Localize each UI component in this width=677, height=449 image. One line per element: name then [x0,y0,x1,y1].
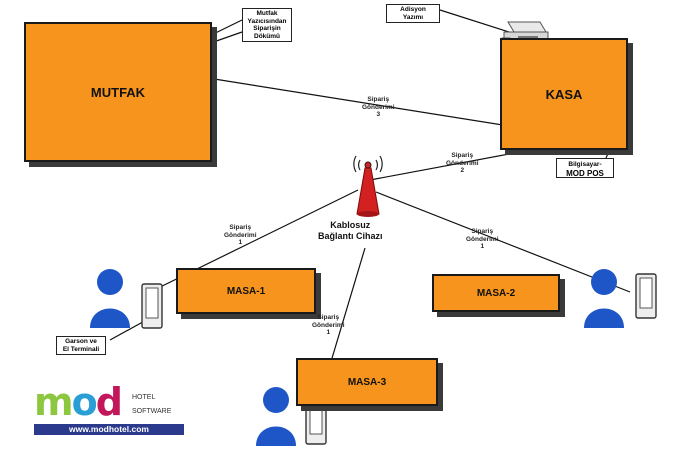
edge-label-line: 1 [480,243,485,250]
edge-label-line: Sipariş [317,314,340,321]
edge-label-kitchen: Sipariş Gönderimi 3 [362,96,395,119]
node-kasa: KASA [500,38,628,150]
callout-line: Dökümü [254,32,280,40]
callout-line: Bilgisayar- [568,161,602,168]
person-icon [256,387,296,446]
edge-label-line: Sipariş [367,96,390,103]
edge-label-masa3: Sipariş Gönderimi 1 [312,314,345,337]
logo-hotel: HOTEL [132,394,156,401]
node-label: MASA-1 [226,285,266,297]
handheld-terminal-icon [635,273,657,319]
person-icon [584,269,624,328]
handheld-terminal-icon [305,399,327,445]
handheld-terminal-icon [141,283,163,329]
antenna-label: Kablosuz Bağlantı Cihazı [318,220,383,241]
callout-garson: Garson ve El Terminali [56,336,106,355]
node-label: MASA-2 [476,287,516,299]
edge-label-line: 1 [238,239,243,246]
edge-label-line: Gönderimi [224,231,257,239]
callout-line: Garson ve [65,338,97,345]
edge-label-line: Sipariş [451,152,474,159]
edge-label-line: Sipariş [229,224,252,231]
edge-label-kasa: Sipariş Gönderimi 2 [446,152,479,175]
callout-line: Adisyon [400,6,426,13]
edge-label-masa2: Sipariş Gönderimi 1 [466,228,499,251]
edge-label-line: Sipariş [471,228,494,235]
node-label: KASA [545,86,583,102]
edge-label-line: Gönderimi [446,159,479,167]
edge-label-line: 2 [460,167,465,174]
callout-line: Siparişin [253,25,281,32]
edge-label-line: Gönderimi [362,103,395,111]
antenna-icon [353,155,383,217]
callout-mod-pos: MOD POS [566,168,604,178]
callout-bilgisayar: Bilgisayar- MOD POS [556,158,614,178]
logo-letter: o [71,380,98,424]
antenna-label-line: Bağlantı Cihazı [318,230,383,241]
modhotel-logo: mod HOTEL SOFTWARE www.modhotel.com [34,380,186,438]
callout-mutfak-printer: Mutfak Yazıcısından Siparişin Dökümü [242,8,292,42]
logo-mark: mod [34,380,123,424]
callout-line: Mutfak [256,10,278,17]
logo-url: www.modhotel.com [34,424,184,435]
edge-label-line: Gönderimi [466,235,499,243]
logo-letter: m [34,380,74,424]
node-label: MASA-3 [347,376,387,388]
edge-label-line: 3 [376,111,381,118]
person-icon [90,269,130,328]
node-masa-3: MASA-3 [296,358,438,406]
node-label: MUTFAK [90,84,146,100]
callout-line: Yazımı [402,13,424,21]
edge-antenna-masa2 [375,191,631,293]
antenna-label-line: Kablosuz [330,220,371,230]
edge-label-line: Gönderimi [312,321,345,329]
node-masa-2: MASA-2 [432,274,560,312]
edge-label-masa1: Sipariş Gönderimi 1 [224,224,257,247]
callout-line: Yazıcısından [247,17,287,25]
callout-adisyon: Adisyon Yazımı [386,4,440,23]
node-mutfak: MUTFAK [24,22,212,162]
edge-label-line: 1 [326,329,331,336]
logo-letter: d [95,380,123,424]
logo-software: SOFTWARE [132,408,172,415]
callout-line: El Terminali [62,345,100,353]
node-masa-1: MASA-1 [176,268,316,314]
